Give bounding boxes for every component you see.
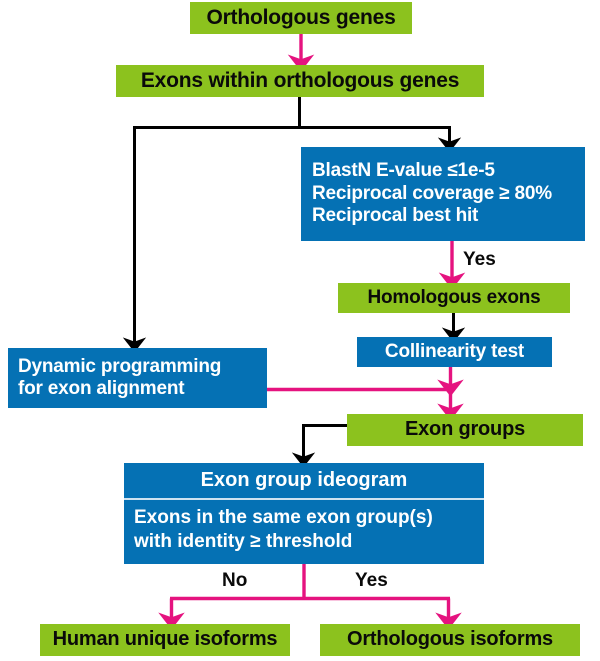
ideogram-header: Exon group ideogram xyxy=(200,469,408,491)
ideogram-line-1: Exons in the same exon group(s) xyxy=(134,507,433,528)
node-orthologous-isoforms[interactable]: Orthologous isoforms xyxy=(320,624,580,656)
blast-criteria-line-1: BlastN E-value ≤1e-5 xyxy=(312,160,495,182)
edge-label-ideogram-no: No xyxy=(222,570,248,591)
ideogram-divider xyxy=(124,498,484,500)
blast-criteria-line-2: Reciprocal coverage ≥ 80% xyxy=(312,182,552,204)
node-human-unique-isoforms[interactable]: Human unique isoforms xyxy=(40,624,290,656)
node-homologous-exons[interactable]: Homologous exons xyxy=(338,283,570,313)
node-exon-groups[interactable]: Exon groups xyxy=(347,414,583,446)
dynamic-programming-line-2: for exon alignment xyxy=(18,378,185,399)
edge-label-ideogram-yes: Yes xyxy=(355,570,388,591)
dynamic-programming-line-1: Dynamic programming xyxy=(18,355,222,377)
node-exon-group-ideogram[interactable]: Exon group ideogram Exons in the same ex… xyxy=(124,463,484,564)
blast-criteria-line-3: Reciprocal best hit xyxy=(312,205,479,227)
node-collinearity-test[interactable]: Collinearity test xyxy=(357,337,552,367)
node-dynamic-programming[interactable]: Dynamic programming for exon alignment xyxy=(8,348,267,408)
ideogram-line-2: with identity ≥ threshold xyxy=(134,530,353,552)
node-blast-criteria[interactable]: BlastN E-value ≤1e-5 Reciprocal coverage… xyxy=(301,147,585,241)
edge-label-blast-yes: Yes xyxy=(463,249,496,270)
node-exons-within-orthologous-genes[interactable]: Exons within orthologous genes xyxy=(116,65,484,97)
node-orthologous-genes[interactable]: Orthologous genes xyxy=(190,2,412,34)
